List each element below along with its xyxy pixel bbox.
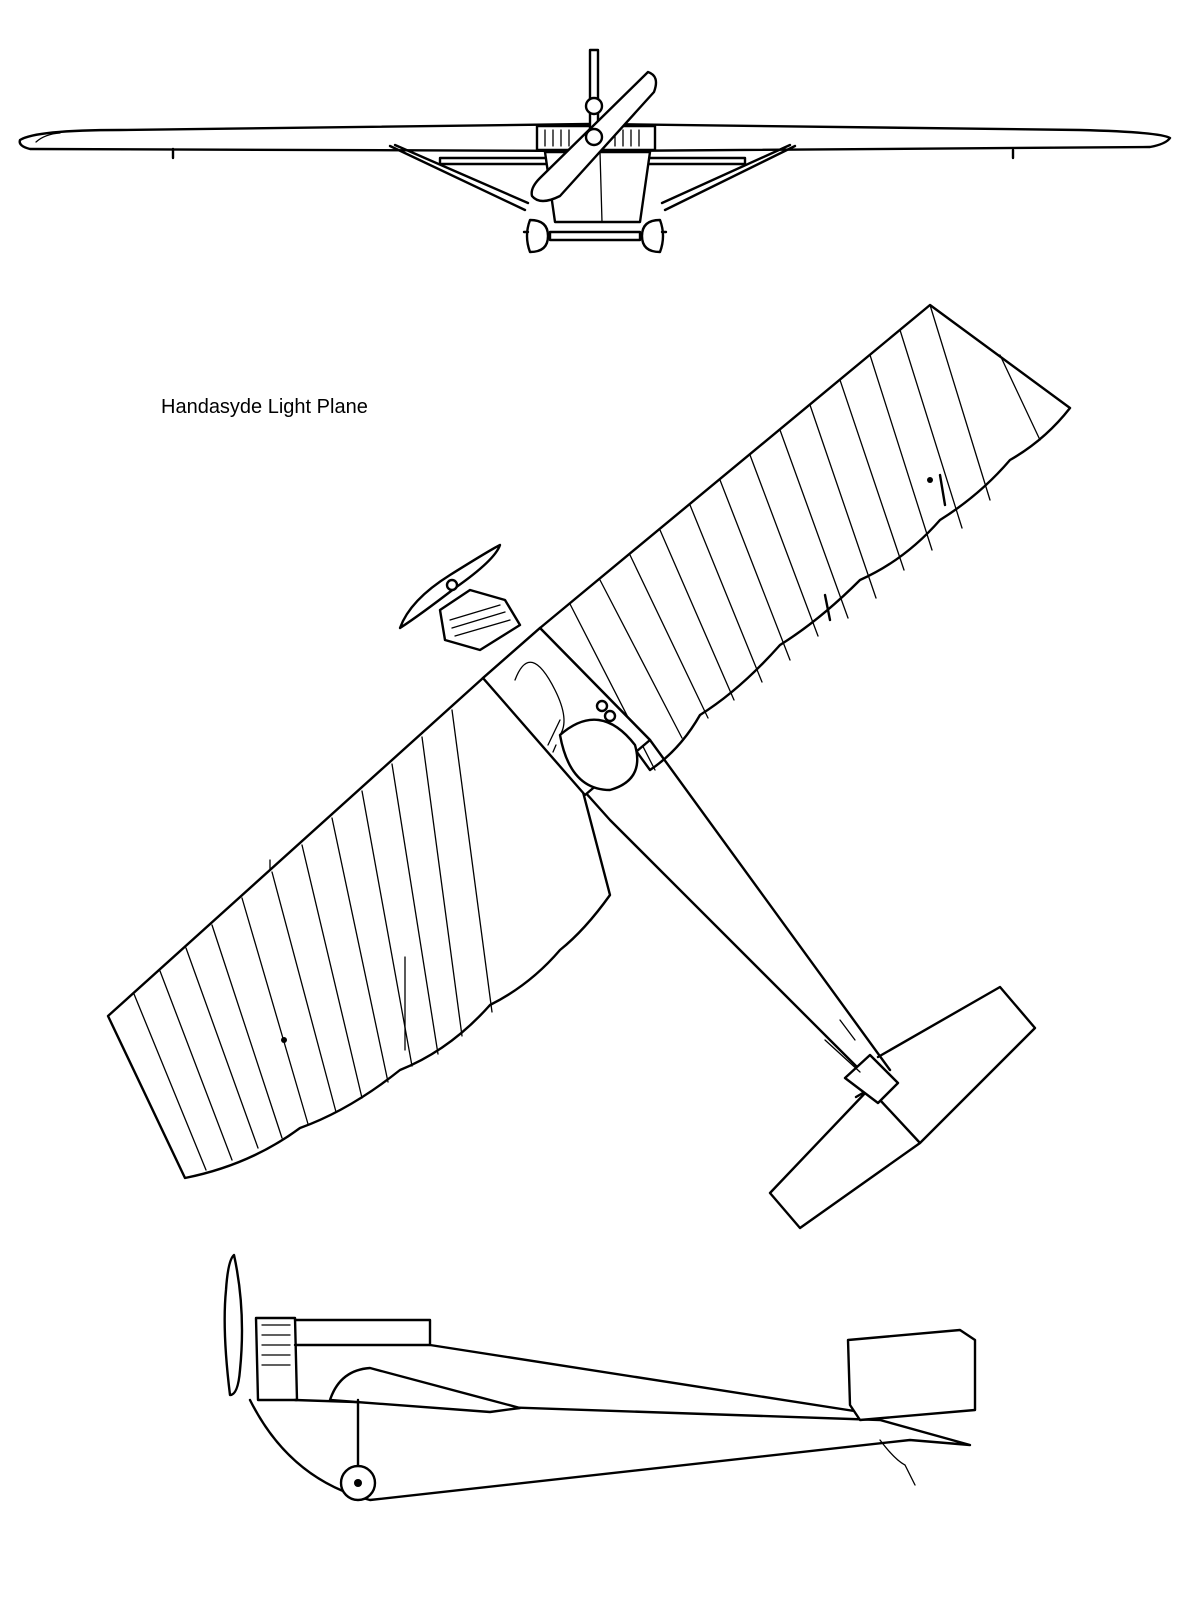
drawing-title: Handasyde Light Plane [161,396,368,418]
plan-view [106,303,1072,1230]
front-view [18,48,1172,254]
side-fuselage [248,1343,972,1502]
side-propeller [223,1253,244,1397]
front-left-wheel [525,218,550,254]
plan-tailplane [768,985,1037,1230]
side-view [223,1253,977,1502]
front-right-strut [663,144,797,212]
side-engine [254,1316,299,1402]
side-wing-section [328,1366,522,1414]
side-rudder [846,1328,977,1422]
plan-tail-fin [843,1053,900,1105]
plan-wing [106,303,1072,1180]
side-tail-skid [879,1439,916,1486]
front-left-strut [388,144,527,212]
front-right-wheel [640,218,665,254]
front-wing [18,122,1172,153]
plan-cockpit [558,718,639,792]
